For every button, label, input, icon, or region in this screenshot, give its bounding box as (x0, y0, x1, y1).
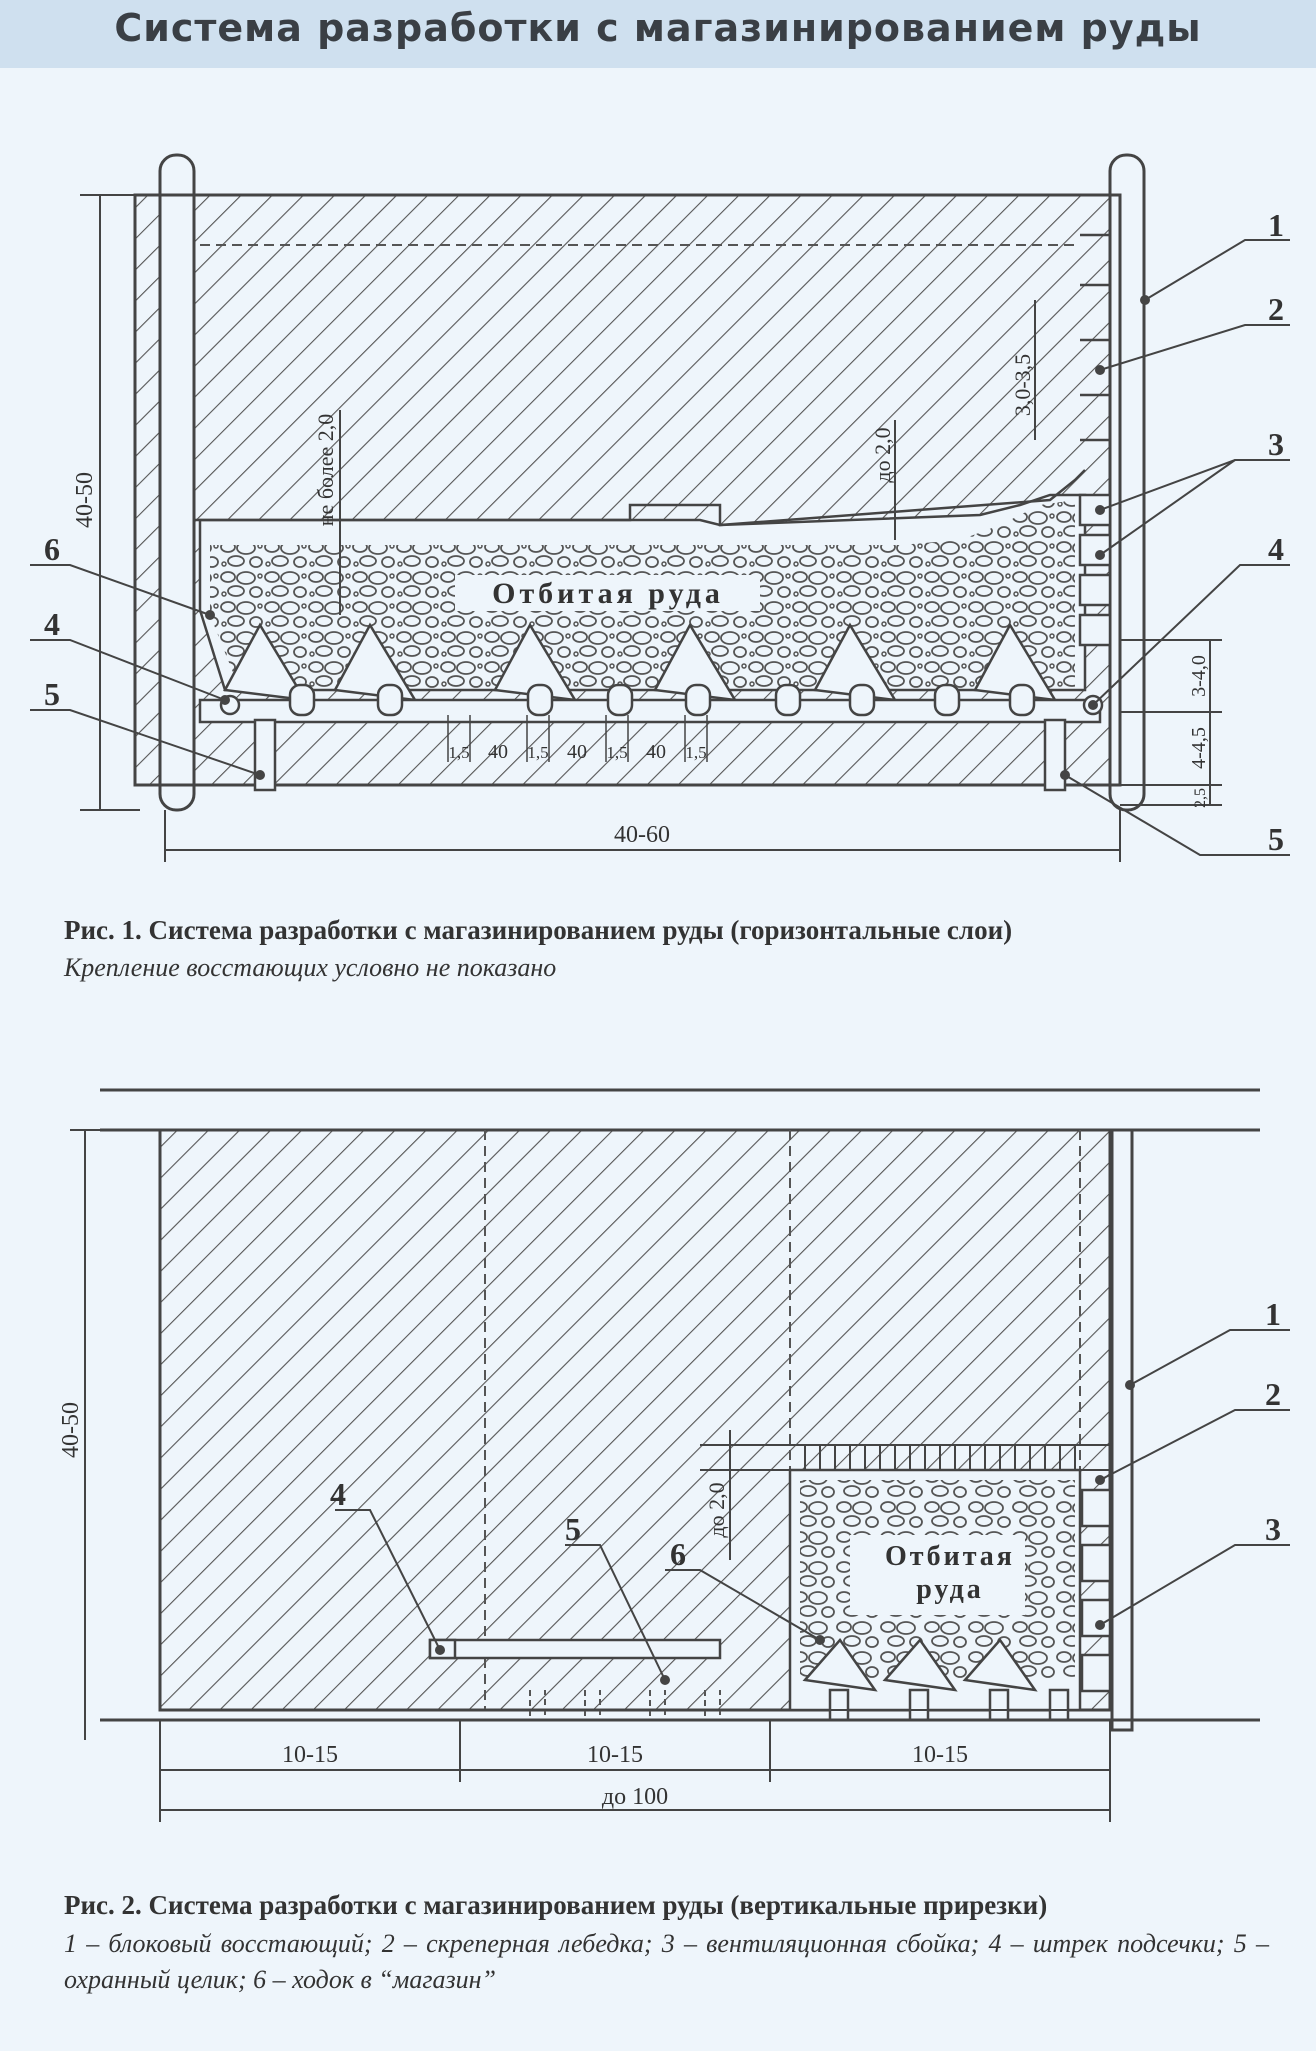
chute-outlets (288, 683, 1036, 717)
callout-3: 3 (1268, 426, 1284, 462)
stope-back (195, 469, 1086, 527)
dim-height-line (80, 194, 140, 811)
bottom-dim-4: 1,5 (606, 743, 627, 762)
dim-r2: 4-4,5 (1188, 727, 1210, 769)
callout-leaders (30, 239, 1290, 856)
dim2-gap-to: до 2,0 (704, 1482, 729, 1537)
dim-height: 40-50 (72, 472, 98, 528)
block-raise-left (158, 153, 196, 812)
callout2-3: 3 (1265, 1511, 1281, 1547)
dim-side: 3,0-3,5 (1010, 354, 1035, 416)
bottom-dim-2: 1,5 (527, 743, 548, 762)
ore-label-line2: руда (916, 1574, 984, 1605)
callout-6: 6 (44, 531, 60, 567)
block-frame (133, 193, 1122, 787)
callout-4-right: 4 (1268, 531, 1284, 567)
haulage-drift (198, 698, 1102, 724)
block-raise (1110, 1128, 1134, 1732)
ventilation-crosscuts (1078, 493, 1112, 647)
scraper-winch-steps (1080, 233, 1110, 442)
callout2-5: 5 (565, 1511, 581, 1547)
pillar-openings (529, 1690, 721, 1721)
dim2-height: 40-50 (58, 1402, 84, 1458)
roof-support (700, 1444, 1110, 1471)
callout-dots (205, 295, 1150, 780)
figure-legend: 1 – блоковый восстающий; 2 – скреперная … (64, 1929, 1269, 1994)
figure-2-diagram: Отбитая руда 40-50 до 2,0 (58, 1088, 1290, 1822)
ore-label: Отбитая руда (492, 577, 724, 610)
callout2-4: 4 (330, 1476, 346, 1512)
callout2-1: 1 (1265, 1296, 1281, 1332)
dim2-bottom-lines (159, 1720, 1111, 1822)
top-drift (100, 1088, 1260, 1132)
figure-1-note: Крепление восстающих условно не показано (64, 953, 557, 982)
bottom-dim-1: 40 (488, 741, 508, 763)
ore-label-bg (455, 575, 760, 611)
pillar-right (1043, 718, 1067, 792)
bottom-dim-6: 1,5 (685, 743, 706, 762)
dim2-s1: 10-15 (282, 1742, 338, 1768)
dim2-height-line (70, 1129, 160, 1740)
ore-label-bg-2 (850, 1535, 1025, 1615)
dim-r1: 3-4,0 (1188, 655, 1210, 697)
callout-5-right: 5 (1268, 821, 1284, 857)
bottom-dim-5: 40 (646, 741, 666, 763)
callout-leaders-2 (335, 1329, 1290, 1681)
undercut-drift (428, 1638, 722, 1660)
callout-5-left: 5 (44, 676, 60, 712)
dim-gap-to: до 2,0 (870, 427, 895, 482)
dim2-s2: 10-15 (587, 1742, 643, 1768)
bottom-dim-3: 40 (567, 741, 587, 763)
figure-2-caption: Рис. 2. Система разработки с магазиниров… (64, 1890, 1048, 1920)
dim-width-line (164, 810, 1121, 862)
chutes-2 (802, 1637, 1070, 1722)
bottom-dim-0: 1,5 (448, 743, 469, 762)
bottom-dims-ticks (447, 715, 708, 762)
dim2-total: до 100 (602, 1784, 668, 1810)
dim2-s3: 10-15 (912, 1742, 968, 1768)
header-bar: Система разработки с магазинированием ру… (0, 0, 1316, 68)
page-title: Система разработки с магазинированием ру… (114, 6, 1202, 50)
callout2-2: 2 (1265, 1376, 1281, 1412)
dim-width: 40-60 (614, 822, 670, 848)
callout-4-left: 4 (44, 606, 60, 642)
ventilation-crosscuts-2 (1080, 1488, 1112, 1693)
callout2-6: 6 (670, 1536, 686, 1572)
ore-label-line1: Отбитая (885, 1541, 1015, 1572)
dim-r3: 2,5 (1192, 788, 1209, 808)
callout-2: 2 (1268, 291, 1284, 327)
dim-right-lines (1120, 639, 1222, 806)
dim-top-gap: не более 2,0 (313, 414, 338, 526)
callout-dots-2 (435, 1380, 1135, 1685)
figure-1-caption: Рис. 1. Система разработки с магазиниров… (64, 915, 1013, 945)
draw-chutes (223, 622, 1058, 702)
figure-1-diagram: Отбитая руда 40-50 40-60 не более 2,0 до… (30, 153, 1290, 862)
callout-1: 1 (1268, 207, 1284, 243)
